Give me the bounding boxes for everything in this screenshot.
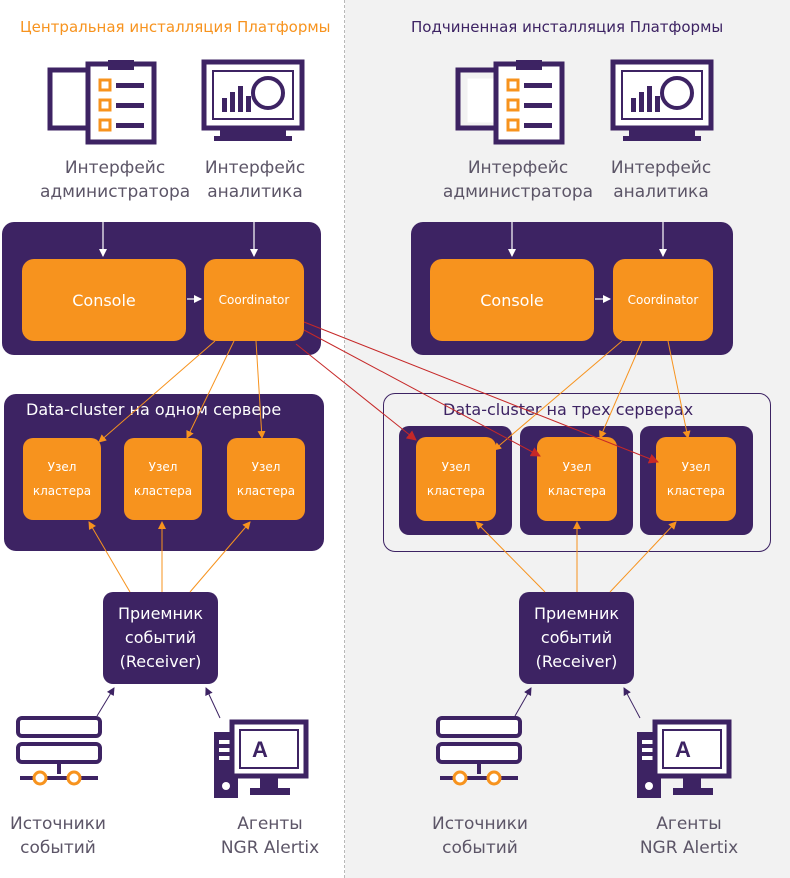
left-console-label: Console (72, 290, 136, 310)
left-sources-caption: Источники событий (10, 814, 106, 858)
left-agents-caption: Агенты NGR Alertix (220, 814, 320, 858)
right-receiver-to-node3-arrow (609, 521, 677, 593)
left-cluster-node-1: Узел кластера (23, 438, 101, 520)
right-agent-letter: A (675, 737, 691, 762)
left-cluster-node-3: Узел кластера (227, 438, 305, 520)
section-divider (344, 0, 345, 878)
right-cluster-node-2: Узел кластера (537, 437, 617, 521)
right-analyst-caption: Интерфейс аналитика (610, 158, 712, 202)
right-agents-caption: Агенты NGR Alertix (639, 814, 739, 858)
left-console-box: Console (22, 259, 186, 341)
right-coord-to-node1-arrow (493, 340, 623, 451)
right-coord-to-node3-arrow (667, 340, 691, 439)
right-coordinator-label: Coordinator (627, 293, 699, 307)
left-coordinator-label: Coordinator (218, 293, 290, 307)
left-receiver-to-node3-arrow (189, 521, 251, 593)
right-sources-caption: Источники событий (432, 814, 528, 858)
left-coord-to-node1-arrow (98, 340, 216, 443)
subordinate-installation-title: Подчиненная инсталляция Платформы (411, 18, 724, 36)
right-receiver-to-node1-arrow (475, 521, 546, 593)
left-sources-icon (16, 716, 102, 786)
left-sources-to-receiver-arrow (96, 687, 115, 717)
left-agent-letter: A (252, 737, 268, 762)
left-receiver: Приемник событий (Receiver) (103, 592, 218, 684)
right-console-label: Console (480, 290, 544, 310)
right-console-box: Console (430, 259, 594, 341)
left-analyst-caption: Интерфейс аналитика (204, 158, 306, 202)
central-to-sub-node2-arrow (303, 329, 541, 457)
left-coord-to-node2-arrow (186, 340, 235, 439)
right-cluster-title: Data-cluster на трех серверах (443, 400, 694, 419)
right-admin-icon (458, 60, 562, 142)
right-agents-to-receiver-arrow (623, 687, 641, 719)
left-cluster-node-2: Узел кластера (124, 438, 202, 520)
central-installation-title: Центральная инсталляция Платформы (20, 18, 331, 36)
right-admin-caption: Интерфейс администратора (442, 158, 594, 202)
central-to-sub-node3-arrow (303, 321, 659, 464)
right-cluster-node-1: Узел кластера (416, 437, 496, 521)
left-coordinator-box: Coordinator (204, 259, 304, 341)
right-coord-to-node2-arrow (599, 340, 643, 439)
right-receiver: Приемник событий (Receiver) (519, 592, 634, 684)
left-admin-icon (50, 60, 154, 142)
right-sources-to-receiver-arrow (514, 687, 532, 717)
left-agents-to-receiver-arrow (205, 687, 221, 719)
left-analyst-icon (204, 62, 302, 141)
left-coord-to-node3-arrow (255, 340, 266, 439)
right-cluster-node-3: Узел кластера (656, 437, 736, 521)
right-sources-icon (436, 716, 522, 786)
central-to-sub-node1-arrow (295, 343, 417, 441)
left-admin-caption: Интерфейс администратора (40, 158, 191, 202)
right-analyst-icon (613, 62, 711, 141)
left-cluster-title: Data-cluster на одном сервере (26, 400, 282, 419)
left-receiver-to-node1-arrow (88, 521, 131, 593)
right-coordinator-box: Coordinator (613, 259, 713, 341)
